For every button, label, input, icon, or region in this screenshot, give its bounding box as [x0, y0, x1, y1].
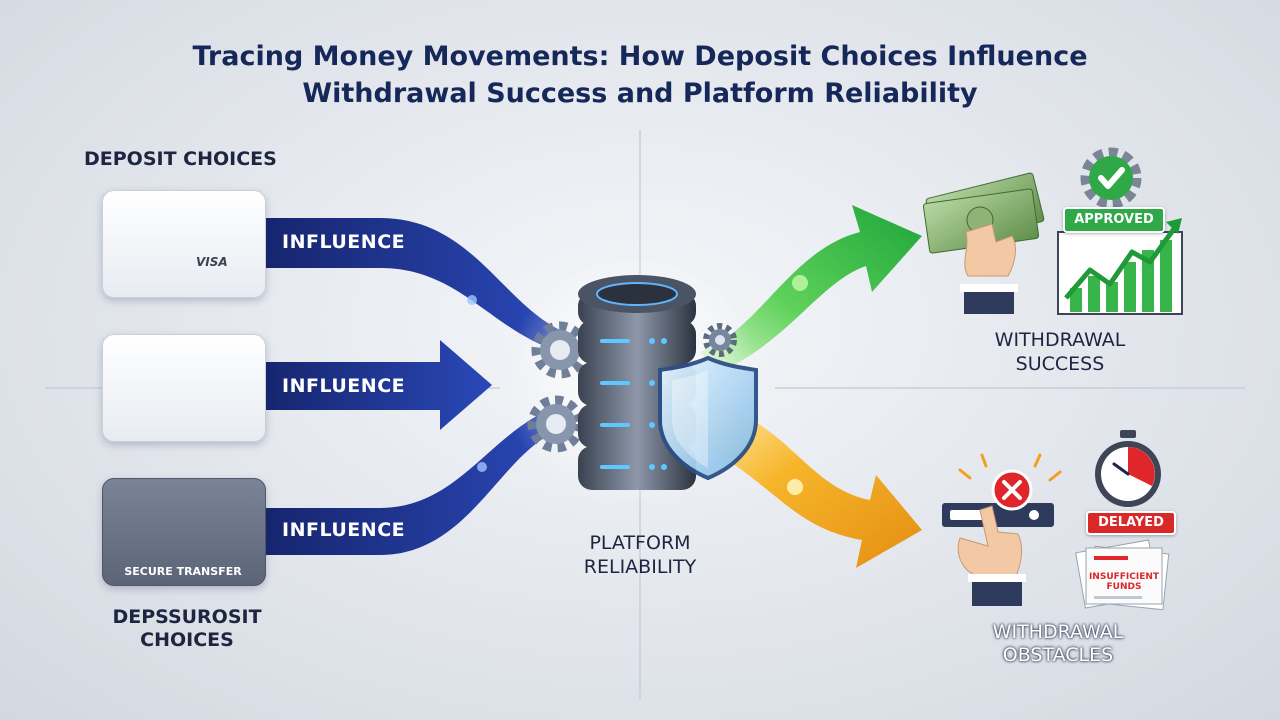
deposit-choices-bottom-label: DEPSSUROSIT CHOICES — [92, 606, 282, 652]
obstacle-glow-dot — [787, 479, 803, 495]
flow-label-bottom: INFLUENCE — [282, 519, 406, 541]
withdrawal-obstacles-line-1: WITHDRAWAL — [992, 621, 1124, 643]
obstacle-arrow — [700, 405, 922, 568]
deposit-choices-label: DEPOSIT CHOICES — [84, 148, 277, 170]
gear-icon — [703, 323, 737, 357]
title-line-1: Tracing Money Movements: How Deposit Cho… — [192, 41, 1088, 72]
insufficient-funds-text: INSUFFICIENT FUNDS — [1086, 572, 1162, 592]
shield-icon — [658, 355, 758, 481]
visa-text: VISA — [196, 255, 228, 269]
withdrawal-obstacles-label: WITHDRAWAL OBSTACLES — [958, 621, 1158, 667]
platform-reliability-line-1: PLATFORM — [589, 532, 691, 554]
flow-label-top: INFLUENCE — [282, 231, 406, 253]
page-title: Tracing Money Movements: How Deposit Cho… — [0, 38, 1280, 112]
approved-gear-icon — [1080, 147, 1142, 209]
flow-glow-dot — [477, 462, 487, 472]
flow-label-middle: INFLUENCE — [282, 375, 406, 397]
withdrawal-success-line-2: SUCCESS — [1015, 353, 1105, 375]
card-credit — [102, 190, 266, 298]
success-glow-dot — [792, 275, 808, 291]
stopwatch-icon — [1095, 430, 1161, 507]
withdrawal-success-label: WITHDRAWAL SUCCESS — [960, 328, 1160, 376]
error-hand-icon — [942, 453, 1062, 606]
insufficient-line-2: FUNDS — [1106, 582, 1142, 592]
flow-arrow-bottom — [266, 405, 560, 555]
flow-glow-dot — [467, 295, 477, 305]
card-wallet — [102, 334, 266, 442]
delayed-badge: DELAYED — [1086, 511, 1176, 535]
deposit-choices-bottom-line-2: CHOICES — [140, 629, 234, 651]
money-hand-icon — [922, 172, 1045, 314]
platform-reliability-line-2: RELIABILITY — [583, 556, 697, 578]
card-bank — [102, 478, 266, 586]
documents-icon — [1075, 539, 1170, 611]
platform-reliability-label: PLATFORM RELIABILITY — [540, 531, 740, 579]
withdrawal-success-line-1: WITHDRAWAL — [994, 329, 1126, 351]
success-arrow — [700, 205, 922, 372]
insufficient-line-1: INSUFFICIENT — [1088, 572, 1160, 582]
approved-badge: APPROVED — [1063, 207, 1165, 233]
secure-transfer-text: SECURE TRANSFER — [124, 565, 242, 578]
title-line-2: Withdrawal Success and Platform Reliabil… — [302, 78, 978, 109]
deposit-choices-bottom-line-1: DEPSSUROSIT — [112, 606, 262, 628]
flow-arrow-middle — [266, 340, 492, 430]
flow-arrow-top — [266, 218, 560, 352]
withdrawal-obstacles-line-2: OBSTACLES — [1002, 644, 1114, 666]
